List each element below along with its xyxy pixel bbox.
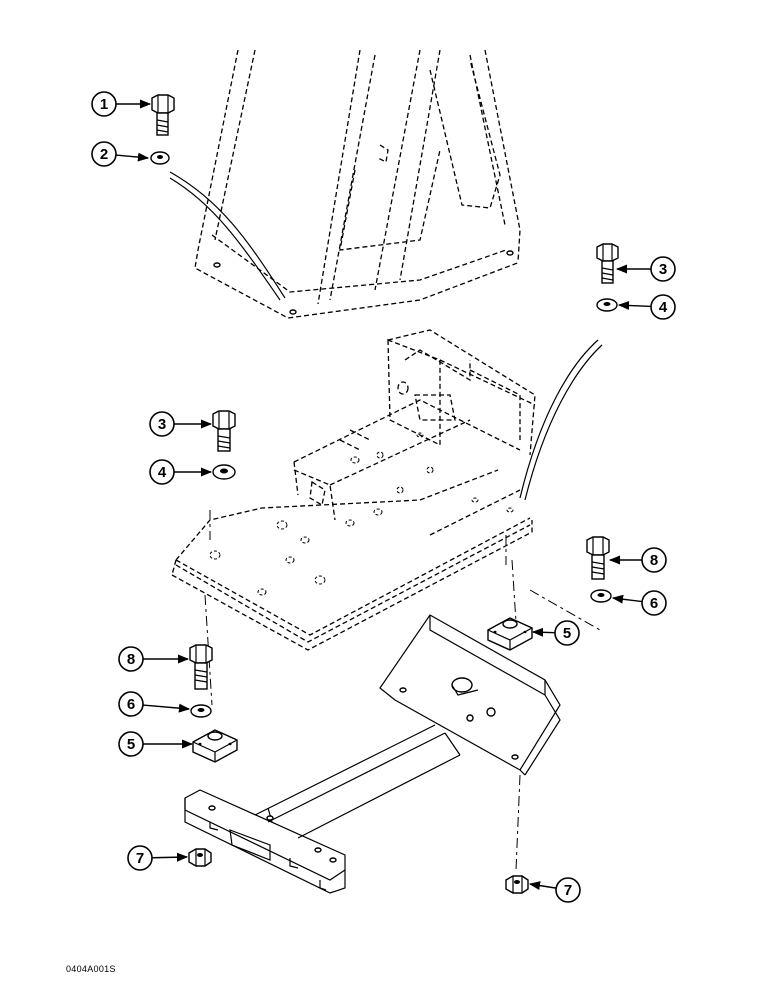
callout-leader-arrow: [611, 594, 643, 604]
callout-4: 4: [617, 294, 676, 320]
washer-part-2: [150, 151, 170, 165]
support-bracket: [184, 614, 561, 894]
figure-reference-code: 0404A001S: [66, 964, 116, 974]
callout-leader-arrow: [617, 300, 652, 310]
callout-7: 7: [127, 845, 189, 871]
bolt-part-3-right: [596, 243, 619, 284]
callout-2: 2: [91, 141, 150, 167]
callout-number: 3: [158, 416, 166, 433]
callout-number: 8: [127, 651, 135, 668]
callout-circle: [641, 547, 667, 573]
callout-number: 5: [127, 736, 135, 753]
callout-circle: [91, 141, 117, 167]
callout-number: 5: [563, 625, 571, 642]
bolt-part-8-right: [586, 536, 610, 580]
callout-number: 3: [659, 261, 667, 278]
callout-circle: [554, 620, 580, 646]
callout-8: 8: [608, 547, 667, 573]
callout-number: 2: [100, 146, 108, 163]
callout-number: 1: [100, 96, 108, 113]
callout-circle: [650, 256, 676, 282]
washer-part-6-right: [590, 589, 612, 603]
cab-frame: [194, 49, 521, 319]
washer-part-4-left: [212, 464, 236, 480]
floor-plate: [171, 329, 536, 651]
bolt-part-1: [151, 94, 175, 136]
callout-circle: [118, 731, 144, 757]
bolt-part-3-left: [212, 410, 236, 452]
callout-number: 4: [659, 299, 668, 316]
callout-leader-arrow: [142, 703, 191, 713]
callout-number: 6: [127, 696, 135, 713]
callout-6: 6: [118, 691, 191, 717]
callout-3: 3: [615, 256, 676, 282]
alignment-lines: [204, 510, 601, 871]
callout-number: 6: [650, 595, 658, 612]
callout-3: 3: [149, 411, 213, 437]
callout-group: 1 2 3 4 3 4 8 6 5 8 6 5 7 7: [91, 91, 676, 903]
washer-part-4-right: [596, 298, 618, 312]
washer-part-6-left: [190, 704, 212, 718]
mount-part-5-left: [192, 729, 238, 763]
callout-leader-arrow: [528, 881, 557, 890]
callout-circle: [650, 294, 676, 320]
callout-4: 4: [149, 459, 213, 485]
callout-circle: [118, 691, 144, 717]
nut-part-7-left: [188, 848, 212, 867]
callout-circle: [555, 877, 581, 903]
callout-circle: [91, 91, 117, 117]
callout-5: 5: [531, 620, 580, 646]
callout-number: 7: [564, 882, 572, 899]
callout-5: 5: [118, 731, 194, 757]
nut-part-7-right: [505, 875, 529, 894]
callout-circle: [127, 845, 153, 871]
callout-leader-arrow: [151, 852, 189, 862]
bolt-part-8-left: [189, 644, 213, 690]
callout-number: 4: [158, 464, 167, 481]
callout-circle: [641, 590, 667, 616]
callout-leader-arrow: [531, 627, 556, 637]
callout-circle: [149, 459, 175, 485]
callout-8: 8: [118, 646, 190, 672]
wiring-harness: [169, 171, 603, 501]
callout-7: 7: [528, 877, 581, 903]
callout-1: 1: [91, 91, 152, 117]
callout-leader-arrow: [115, 152, 150, 162]
callout-number: 8: [650, 552, 658, 569]
mount-part-5-right: [487, 617, 533, 651]
callout-circle: [118, 646, 144, 672]
callout-circle: [149, 411, 175, 437]
callout-number: 7: [136, 850, 144, 867]
callout-6: 6: [611, 590, 667, 616]
